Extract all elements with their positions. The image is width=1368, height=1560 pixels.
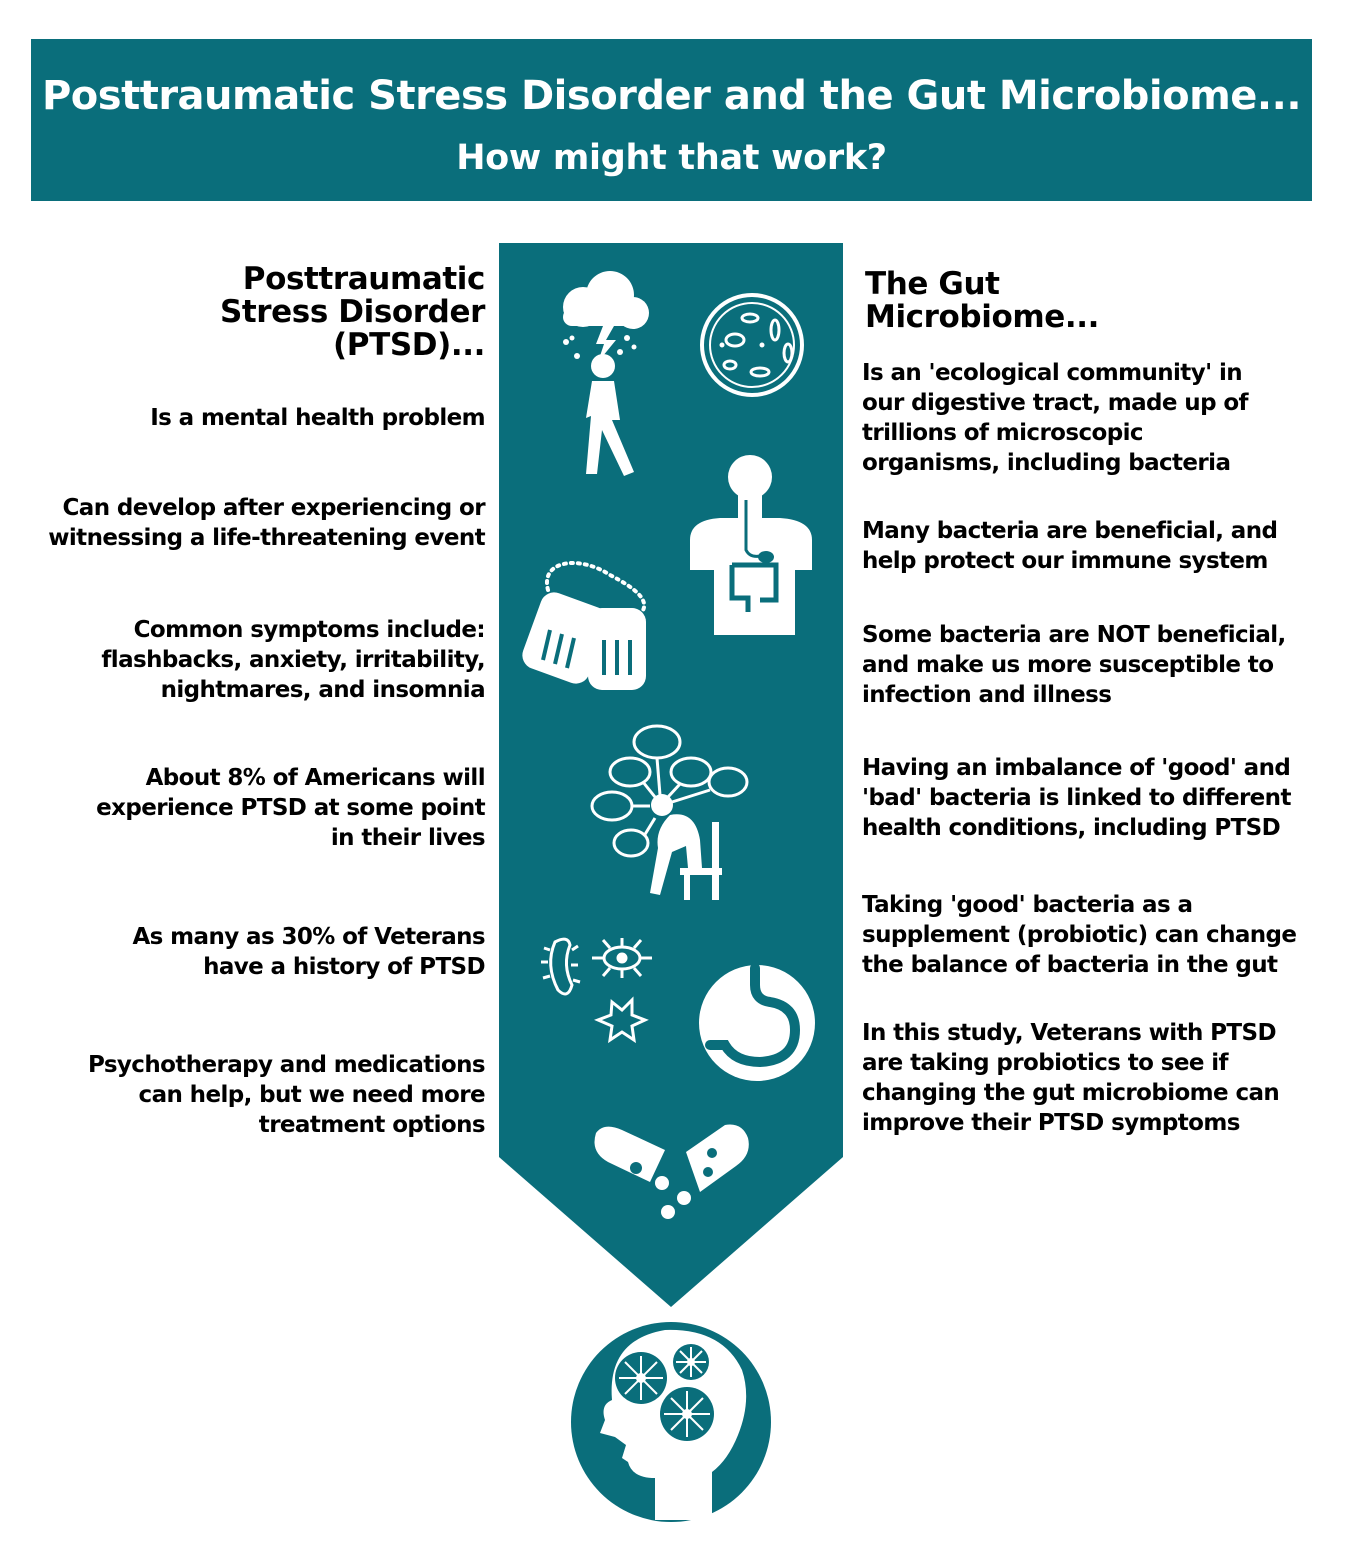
page-title: Posttraumatic Stress Disorder and the Gu…: [41, 73, 1302, 119]
petri-dish-bacteria-icon: [700, 293, 804, 397]
page-subtitle: How might that work?: [456, 138, 887, 178]
microbiome-item-6: In this study, Veterans with PTSD are ta…: [862, 1020, 1280, 1136]
digestive-system-icon: [690, 455, 812, 635]
microbiome-item-4: Having an imbalance of 'good' and 'bad' …: [862, 755, 1291, 841]
ptsd-heading: Posttraumatic Stress Disorder (PTSD)...: [219, 261, 485, 363]
ptsd-item-4: About 8% of Americans will experience PT…: [96, 765, 485, 851]
dog-tags-icon: [522, 561, 646, 690]
microbiome-item-2: Many bacteria are beneficial, and help p…: [862, 518, 1278, 574]
header-banner: Posttraumatic Stress Disorder and the Gu…: [31, 39, 1312, 201]
capsule-icon: [594, 1124, 749, 1219]
head-flowers-icon: [571, 1322, 771, 1522]
ptsd-item-6: Psychotherapy and medications can help, …: [87, 1052, 486, 1138]
ptsd-item-5: As many as 30% of Veterans have a histor…: [132, 924, 485, 980]
thinking-person-icon: [590, 724, 749, 858]
microbiome-item-3: Some bacteria are NOT beneficial, and ma…: [862, 622, 1286, 708]
stomach-icon: [699, 963, 815, 1081]
microbiome-heading: The Gut Microbiome...: [865, 266, 1100, 335]
rain-cloud-person-icon: [563, 271, 649, 476]
microbes-icon: [541, 937, 652, 1044]
microbiome-item-1: Is an 'ecological community' in our dige…: [862, 360, 1249, 476]
ptsd-item-3: Common symptoms include: flashbacks, anx…: [101, 617, 485, 703]
microbiome-column: The Gut Microbiome... Is an 'ecological …: [862, 0, 1332, 1200]
ptsd-item-1: Is a mental health problem: [150, 405, 485, 431]
ptsd-column: Posttraumatic Stress Disorder (PTSD)... …: [40, 0, 485, 1200]
microbiome-item-5: Taking 'good' bacteria as a supplement (…: [862, 892, 1297, 978]
ptsd-item-2: Can develop after experiencing or witnes…: [48, 495, 485, 551]
